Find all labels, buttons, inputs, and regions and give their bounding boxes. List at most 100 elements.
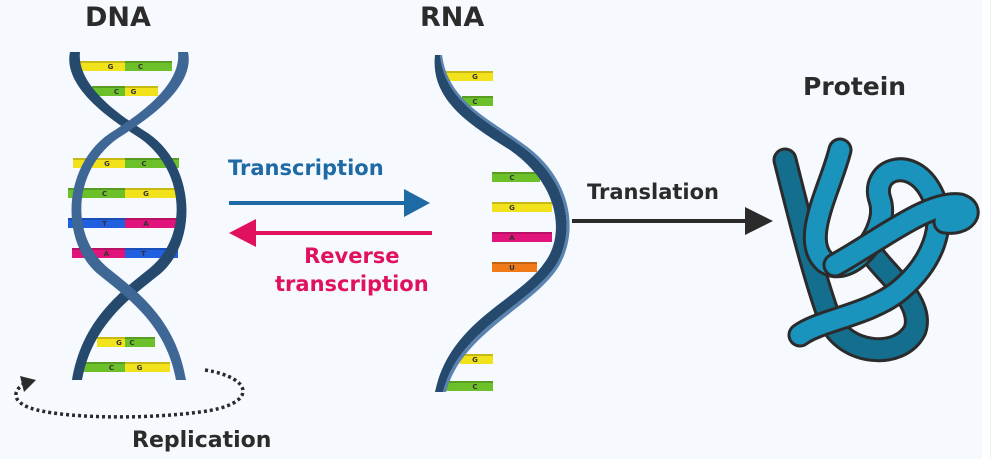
base-g: [125, 188, 183, 198]
base-c: [125, 61, 172, 71]
reverse-transcription-label: Reverse transcription: [275, 242, 429, 298]
base-letter: C: [472, 98, 477, 106]
base-letter: C: [138, 63, 143, 71]
right-edge-divider: [990, 0, 991, 459]
base-letter: U: [509, 264, 515, 272]
reverse-transcription-arrow: [229, 219, 432, 247]
base-letter: C: [141, 160, 146, 168]
base-letter: G: [137, 364, 143, 372]
protein-folded-chain: [772, 137, 980, 363]
rna-base: G: [460, 354, 493, 364]
base-g: [492, 202, 552, 212]
rna-bases: G C C G A U G C: [445, 71, 552, 391]
base-g: [125, 86, 158, 96]
base-pair-shade: [97, 337, 155, 339]
base-g: [80, 61, 125, 71]
base-letter: C: [114, 88, 119, 96]
transcription-arrow: [229, 189, 430, 217]
base-a: [72, 248, 125, 258]
reverse-transcription-line1: Reverse: [304, 244, 400, 268]
dna-title: DNA: [85, 2, 151, 33]
base-c: [82, 362, 125, 372]
base-letter: T: [141, 250, 146, 258]
base-letter: G: [116, 339, 122, 347]
protein-title: Protein: [803, 72, 907, 101]
base-letter: C: [109, 364, 114, 372]
base-pair-shade: [73, 158, 179, 160]
translation-label: Translation: [587, 180, 719, 204]
base-c: [445, 381, 493, 391]
rna-base: C: [462, 96, 493, 106]
base-shade: [492, 262, 537, 264]
replication-label: Replication: [132, 428, 272, 453]
rna-base: G: [492, 202, 552, 212]
rna-backbone: [434, 55, 567, 392]
base-pair-shade: [72, 248, 178, 250]
transcription-label: Transcription: [228, 156, 384, 180]
base-g: [460, 354, 493, 364]
base-g: [445, 71, 493, 81]
base-t: [68, 218, 125, 228]
base-letter: A: [143, 220, 149, 228]
base-shade: [445, 381, 493, 383]
base-c: [125, 158, 179, 168]
base-shade: [462, 96, 493, 98]
base-pair-shade: [92, 86, 158, 88]
base-letter: A: [509, 234, 515, 242]
base-letter: C: [102, 190, 107, 198]
base-letter: G: [472, 356, 478, 364]
base-shade: [460, 354, 493, 356]
base-shade: [492, 202, 552, 204]
base-pair-shade: [68, 188, 183, 190]
base-shade: [445, 71, 493, 73]
rna-single-strand: G C C G A U G C: [434, 55, 570, 392]
base-shade: [492, 232, 552, 234]
base-t: [125, 248, 178, 258]
base-c: [492, 172, 540, 182]
base-c: [125, 337, 155, 347]
base-g: [73, 158, 125, 168]
reverse-transcription-line2: transcription: [275, 272, 429, 296]
base-c: [92, 86, 125, 96]
base-u: [492, 262, 537, 272]
base-c: [462, 96, 493, 106]
base-letter: A: [104, 250, 110, 258]
rna-base: C: [445, 381, 493, 391]
rna-backbone-highlight: [440, 55, 570, 392]
base-a: [125, 218, 183, 228]
base-g: [125, 362, 170, 372]
rna-base: U: [492, 262, 537, 272]
base-letter: G: [131, 88, 137, 96]
base-shade: [492, 172, 540, 174]
base-letter: C: [509, 174, 514, 182]
dna-strand-back: [69, 52, 187, 380]
dna-strand-front: [71, 52, 189, 380]
translation-arrow: [572, 207, 773, 235]
base-letter: C: [129, 339, 134, 347]
base-pair-shade: [68, 218, 183, 220]
base-letter: G: [104, 160, 110, 168]
base-c: [68, 188, 125, 198]
base-g: [97, 337, 125, 347]
base-letter: G: [143, 190, 149, 198]
base-letter: T: [102, 220, 107, 228]
base-letter: G: [108, 63, 114, 71]
base-pair-shade: [80, 61, 172, 63]
rna-base: G: [445, 71, 493, 81]
replication-cycle-arrow: [14, 368, 245, 419]
rna-base: C: [492, 172, 540, 182]
base-pair-shade: [82, 362, 170, 364]
base-letter: C: [472, 383, 477, 391]
base-a: [492, 232, 552, 242]
